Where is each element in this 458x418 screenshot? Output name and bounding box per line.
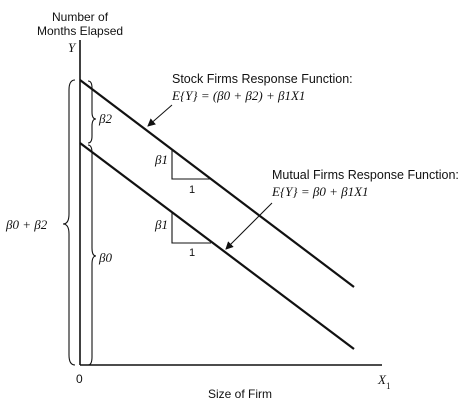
mutual-slope-triangle — [171, 213, 211, 244]
stock-response-line — [79, 79, 355, 288]
mutual-function-title: Mutual Firms Response Function: — [272, 168, 458, 182]
stock-slope-beta1: β1 — [154, 152, 168, 167]
y-axis-symbol: Y — [68, 40, 77, 55]
mutual-function-equation: E{Y} = β0 + β1X1 — [271, 184, 369, 199]
stock-function-title: Stock Firms Response Function: — [172, 72, 353, 86]
beta2-brace — [87, 80, 97, 144]
stock-slope-run: 1 — [189, 184, 195, 196]
beta0-label: β0 — [98, 250, 112, 265]
origin-label: 0 — [76, 372, 83, 386]
beta2-label: β2 — [98, 111, 112, 126]
total-intercept-brace — [62, 79, 76, 366]
x-axis-title: Size of Firm — [208, 387, 272, 401]
stock-slope-triangle — [171, 150, 211, 180]
y-axis-title-line2: Months Elapsed — [37, 24, 123, 38]
stock-function-equation: E{Y} = (β0 + β2) + β1X1 — [171, 88, 305, 103]
mutual-slope-beta1: β1 — [154, 217, 168, 232]
mutual-pointer-arrow — [225, 202, 273, 250]
total-intercept-label: β0 + β2 — [5, 217, 48, 232]
mutual-response-line — [79, 142, 355, 350]
y-axis-title-line1: Number of — [52, 10, 109, 24]
beta0-brace — [87, 144, 97, 366]
stock-pointer-arrow — [147, 104, 173, 127]
x-axis-symbol: X1 — [377, 372, 390, 391]
mutual-slope-run: 1 — [189, 247, 195, 259]
